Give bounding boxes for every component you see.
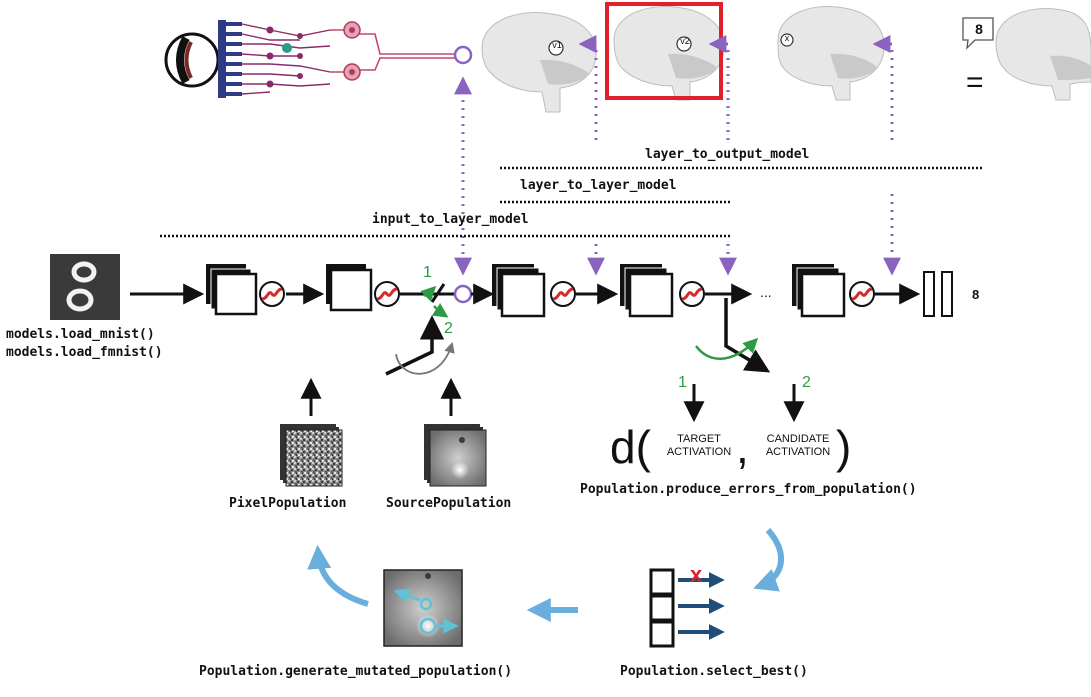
output-layer-icon [923,271,953,317]
output-prediction-label: 8 [972,287,980,302]
loop-arrow-to-select [753,528,785,592]
candidate-line-2: ACTIVATION [765,446,831,458]
switch-left-icon [385,283,455,376]
step-2-left: 2 [444,320,453,337]
source-population-label: SourcePopulation [386,496,512,511]
source-population-image [424,424,487,487]
brain-x-label: x [784,33,790,43]
sigmoid-icon [374,281,400,307]
load-fmnist-label: models.load_fmnist() [6,345,163,360]
produce-errors-label: Population.produce_errors_from_populatio… [580,482,917,497]
brain-v1-label: v1 [552,40,562,50]
pixel-population-image [280,424,343,487]
target-activation-label: TARGET ACTIVATION [664,433,734,459]
select-best-label: Population.select_best() [620,664,808,679]
eye-icon [164,32,220,88]
target-line-1: TARGET [677,433,721,445]
ellipsis: ... [760,284,772,300]
layer-stack-4 [620,264,674,318]
speech-bubble-text: 8 [975,21,983,37]
brain-x-icon [777,6,885,101]
layer-stack-3 [492,264,546,318]
equals-sign: = [966,66,984,99]
brain-v1-icon [481,12,597,113]
brain-v2-label: v2 [680,36,690,46]
target-line-2: ACTIVATION [666,446,732,458]
pixel-population-label: PixelPopulation [229,496,347,511]
input-to-layer-model-label: input_to_layer_model [372,212,529,227]
rejected-marker: x [690,562,703,587]
retina-neurons-icon [218,20,455,98]
layer-to-layer-model-label: layer_to_layer_model [520,178,677,193]
input-digit-image [50,254,120,320]
step-1-right: 1 [678,374,687,391]
candidate-line-1: CANDIDATE [766,433,830,445]
layer-stack-5 [792,264,846,318]
input-tap-circle [453,45,473,65]
injection-circle [453,284,473,304]
candidate-activation-label: CANDIDATE ACTIVATION [756,433,840,459]
step-2-right: 2 [802,374,811,391]
mutated-population-image [383,569,463,647]
sigmoid-icon [679,281,705,307]
black-dotted-lines [160,166,984,238]
distance-comma: , [736,421,749,473]
brain-v2-icon [613,6,725,101]
layer-to-output-model-label: layer_to_output_model [645,147,810,162]
layer-stack-1 [206,264,258,316]
loop-arrow-to-populations [307,544,369,607]
select-best-icon [649,568,725,648]
distance-close: ) [836,421,852,473]
step-1-left: 1 [423,264,432,281]
load-mnist-label: models.load_mnist() [6,327,155,342]
layer-stack-2 [326,264,373,312]
brain-output-icon [995,8,1091,101]
sigmoid-icon [259,281,285,307]
branch-right-icon [695,298,771,373]
purple-dotted-lines [454,35,901,276]
distance-open: d( [610,421,651,473]
generate-mutated-label: Population.generate_mutated_population() [199,664,513,679]
speech-bubble-icon [962,17,994,50]
sigmoid-icon [550,281,576,307]
sigmoid-icon [849,281,875,307]
